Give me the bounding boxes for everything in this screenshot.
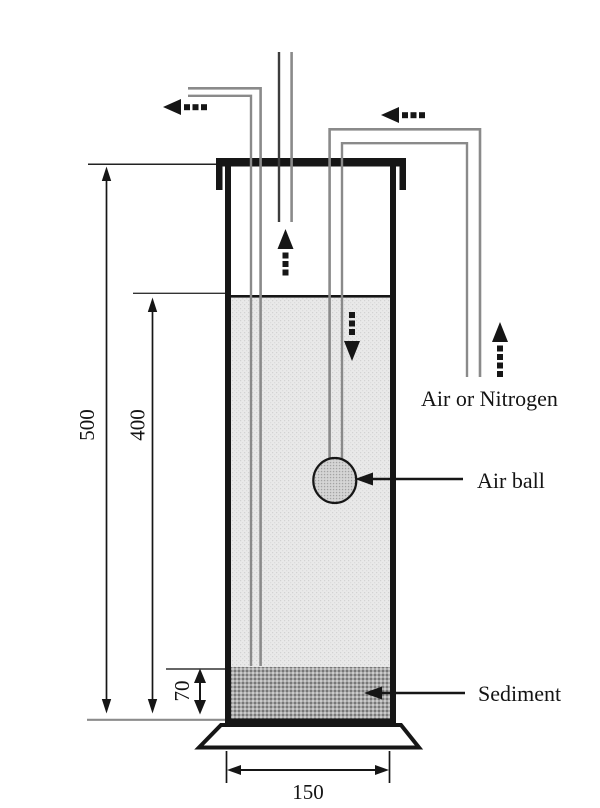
tubes [188,52,482,666]
sediment-label: Sediment [478,681,561,706]
dash [192,104,199,111]
flow-arrow-up-center-head [277,229,294,249]
column-bottom-wall [225,718,396,725]
outlet-tube [188,87,262,666]
dimension-500-label: 500 [75,409,99,441]
vent-tube [277,52,293,222]
column-lid [216,158,406,167]
dash [282,252,289,259]
outlet-tube-inner-wall [188,94,253,666]
column-wall-left [225,166,231,723]
column-base-stand [194,723,424,750]
dash [410,112,417,119]
dimension-150-arrowhead-right [375,765,389,775]
flow-arrow-up-inlet-icon [492,322,508,377]
flow-arrow-left-top-icon [163,99,207,115]
gas-inlet-tube [328,128,482,460]
column [194,158,424,750]
column-lid-flange-left [216,158,223,190]
dimension-400-arrowhead-bottom [147,699,158,714]
air-ball-label: Air ball [477,468,545,493]
flow-arrow-left-top-head [163,99,181,115]
flow-arrow-up-inlet-head [492,322,508,342]
dash [349,320,355,327]
flow-arrow-up-center-icon [277,229,294,276]
dimension-400: 400 [126,297,158,714]
flow-arrow-left-right-head [381,107,399,123]
air-ball-texture [314,459,355,502]
dimension-150: 150 [225,751,391,804]
outlet-tube-outer-wall [188,87,262,666]
dash [201,104,207,111]
water-surface-line [231,295,390,298]
flow-arrows [163,99,508,377]
dimension-500: 500 [75,166,112,714]
air-ball [312,456,358,505]
dash [282,269,289,276]
dimension-70-label: 70 [170,681,194,702]
dimension-400-label: 400 [126,409,150,441]
column-lid-flange-right [399,158,406,190]
dash [349,312,355,318]
flow-arrow-down-head [344,341,360,361]
dimension-150-label: 150 [292,780,324,804]
sediment-leader-arrowhead [364,686,382,700]
dimension-70: 70 [170,668,206,715]
dash [497,345,503,352]
dimension-70-arrowhead-bottom [194,700,206,715]
dash [349,329,355,335]
air-ball-callout: Air ball [355,468,545,493]
sediment-callout: Sediment [364,681,561,706]
sediment-texture [231,667,390,719]
flow-arrow-left-right-icon [381,107,425,123]
air-ball-leader-arrowhead [355,472,373,486]
gas-inlet-tube-outer-wall [328,128,482,460]
dash [282,261,289,267]
part-labels: Air or Nitrogen Air ball Sediment [355,386,561,706]
air-or-nitrogen-label: Air or Nitrogen [421,386,558,411]
dimension-reference-lines [87,163,227,721]
column-wall-right [390,166,396,723]
dimension-400-arrowhead-top [147,297,158,312]
dash [184,104,190,111]
flow-arrow-down-in-water-icon [344,312,360,361]
dimension-500-arrowhead-bottom [101,699,112,714]
dash [497,354,503,360]
dimension-150-arrowhead-left [227,765,241,775]
dimension-500-arrowhead-top [101,166,112,181]
dash [419,112,425,119]
dimension-70-arrowhead-top [194,668,206,683]
dash [497,371,503,377]
dash [497,362,503,369]
gas-inlet-tube-inner-wall [340,142,469,460]
dash [402,112,408,119]
